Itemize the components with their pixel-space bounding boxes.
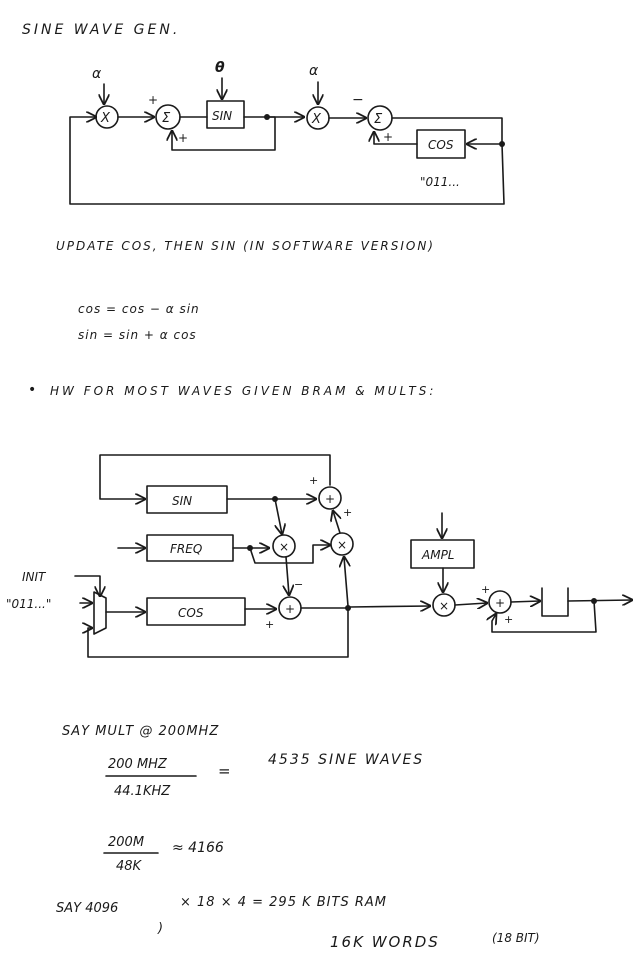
init-mux bbox=[93, 591, 107, 635]
wire-sin-to-mult bbox=[274, 498, 282, 534]
cos-register bbox=[146, 597, 246, 626]
wire-sum-to-loop-top bbox=[391, 117, 503, 144]
mult-freq-sin bbox=[272, 534, 296, 558]
cos-init-value: "011... bbox=[420, 175, 460, 189]
acc-feedback-loop bbox=[492, 600, 597, 633]
frac2-denominator: 48K bbox=[116, 859, 143, 874]
frac2-numerator: 200M bbox=[108, 835, 144, 850]
outer-feedback-loop bbox=[69, 117, 505, 205]
cos-adder-symbol: + bbox=[285, 602, 295, 616]
calc-line4: 16K WORDS bbox=[330, 933, 440, 951]
result2: ≈ 4166 bbox=[172, 840, 224, 856]
ampl-register-label: AMPL bbox=[421, 548, 454, 562]
result1: 4535 SINE WAVES bbox=[268, 752, 424, 768]
sign-plus-sin-add: + bbox=[309, 474, 318, 487]
output-register bbox=[541, 587, 569, 617]
hw-bullet: • bbox=[28, 382, 36, 398]
frac1-numerator: 200 MHZ bbox=[108, 757, 168, 772]
sin-block-label: SIN bbox=[212, 109, 232, 123]
wire-freq-to-mult2 bbox=[249, 545, 330, 564]
wire-mult-to-acc bbox=[454, 603, 487, 605]
mult-freq-sin-symbol: × bbox=[279, 540, 289, 554]
wire-mult-to-cos-adder bbox=[286, 556, 289, 595]
init-label: INIT bbox=[22, 570, 47, 584]
wire-to-amp-mult bbox=[349, 606, 430, 607]
sin-register-label: SIN bbox=[172, 494, 192, 508]
alpha-right-label: α bbox=[309, 63, 319, 79]
calculations: SAY MULT @ 200MHZ 200 MHZ 44.1KHZ = 4535… bbox=[56, 724, 540, 951]
sign-plus-sin-add-lower: + bbox=[343, 506, 352, 519]
mult-freq-cos-symbol: × bbox=[337, 538, 347, 552]
mult-node-right-symbol: X bbox=[311, 112, 322, 127]
alpha-left-label: α bbox=[92, 66, 102, 82]
wire-mult-to-sin-adder bbox=[333, 511, 340, 534]
acc-adder-symbol: + bbox=[495, 596, 505, 610]
sign-minus: − bbox=[352, 92, 364, 108]
freq-register-label: FREQ bbox=[170, 542, 202, 556]
sin-adder-symbol: + bbox=[325, 492, 335, 506]
cos-feedback-loop bbox=[88, 607, 349, 658]
sign-plus-bottom: + bbox=[178, 131, 188, 145]
sign-plus-right: + bbox=[383, 130, 393, 144]
calc-line4-note: (18 BIT) bbox=[492, 931, 540, 945]
hw-heading: HW FOR MOST WAVES GIVEN BRAM & MULTS: bbox=[50, 384, 436, 398]
sum-node-right-symbol: Σ bbox=[374, 112, 383, 127]
wire-acc-to-reg bbox=[510, 601, 540, 602]
sign-plus-cos-add: + bbox=[265, 618, 274, 631]
equals-sign: = bbox=[218, 762, 231, 780]
init-value: "011..." bbox=[6, 597, 51, 611]
cos-register-label: COS bbox=[178, 606, 204, 620]
sin-self-loop bbox=[99, 454, 331, 499]
calc-line1: SAY MULT @ 200MHZ bbox=[62, 724, 219, 739]
wire-cos-to-mult bbox=[344, 557, 348, 607]
equation-cos: cos = cos − α sin bbox=[78, 302, 200, 316]
sin-block bbox=[206, 100, 245, 129]
diagram-hardware: SIN + + + FREQ × − × INIT "011..." COS + bbox=[6, 454, 632, 658]
init-arrow bbox=[74, 575, 100, 596]
mult-node-left-symbol: X bbox=[100, 111, 111, 126]
page-title: SINE WAVE GEN. bbox=[22, 22, 180, 38]
sign-plus-acc-bottom: + bbox=[504, 613, 513, 626]
theta-input-label: θ bbox=[215, 60, 225, 76]
calc-line3-prefix: SAY 4096 bbox=[56, 901, 118, 916]
calc-paren: ) bbox=[157, 921, 163, 936]
sign-plus-acc-top: + bbox=[481, 583, 490, 596]
sign-plus-top: + bbox=[148, 93, 158, 107]
cos-block-label: COS bbox=[428, 138, 454, 152]
mult-freq-cos bbox=[330, 532, 354, 556]
sign-minus-cos-add: − bbox=[294, 578, 303, 591]
wire-reg-out bbox=[567, 600, 632, 601]
amp-mult-symbol: × bbox=[439, 599, 449, 613]
feedback-cos-to-sum bbox=[374, 132, 418, 145]
calc-line3-expr: × 18 × 4 = 295 K BITS RAM bbox=[180, 895, 387, 910]
sum-node-left-symbol: Σ bbox=[162, 111, 171, 126]
update-order-note: UPDATE COS, THEN SIN (IN SOFTWARE VERSIO… bbox=[56, 239, 435, 253]
equation-sin: sin = sin + α cos bbox=[78, 328, 197, 342]
diagram-sine-wave-loop: α X + Σ + θ SIN α X − Σ + COS "011... bbox=[69, 60, 505, 205]
frac1-denominator: 44.1KHZ bbox=[114, 784, 171, 799]
